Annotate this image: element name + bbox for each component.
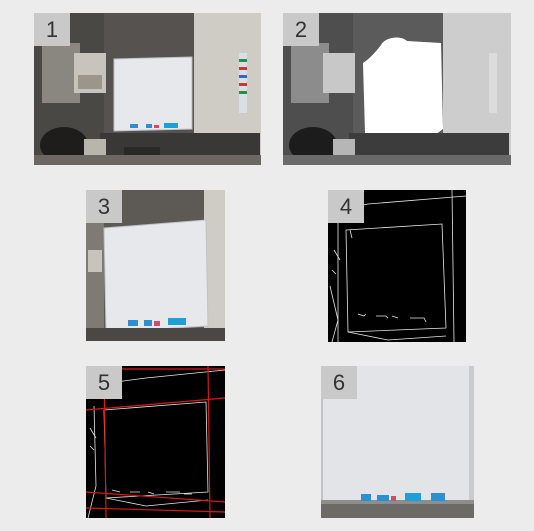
cropped-whiteboard-photo <box>86 190 225 341</box>
panel-5-detected-lines: 5 <box>86 366 225 518</box>
panel-number-label: 4 <box>328 190 364 223</box>
panel-1-original-photo: 1 <box>34 13 261 165</box>
panel-3-cropped-photo: 3 <box>86 190 225 341</box>
panel-number-label: 5 <box>86 366 122 399</box>
panel-2-threshold-mask: 2 <box>283 13 511 165</box>
panel-number-label: 3 <box>86 190 122 223</box>
panel-4-edge-map: 4 <box>328 190 466 342</box>
panel-number-label: 6 <box>321 366 357 399</box>
grayscale-mask-image <box>283 13 511 165</box>
panel-number-label: 1 <box>34 13 70 46</box>
panel-number-label: 2 <box>283 13 319 46</box>
panel-6-rectified-whiteboard: 6 <box>321 366 474 518</box>
office-whiteboard-photo <box>34 13 261 165</box>
